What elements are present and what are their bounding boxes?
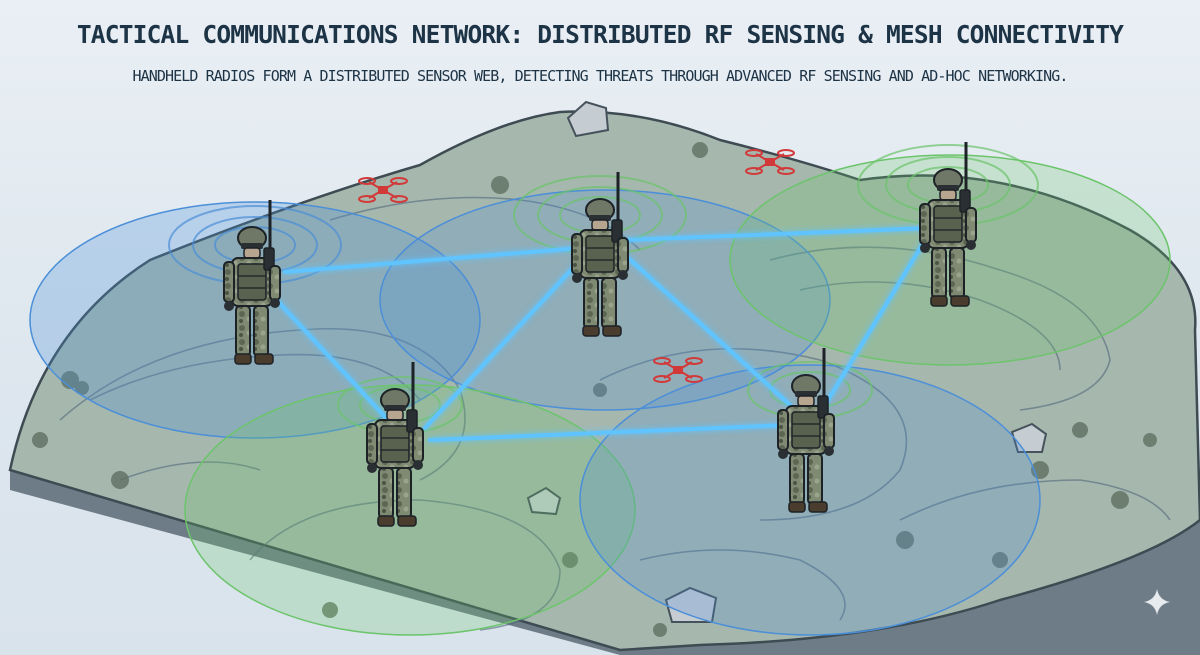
- mesh-link: [428, 423, 792, 442]
- hostile-drone-icon: [653, 357, 703, 383]
- rocks: [526, 100, 1048, 623]
- contour-lines: [59, 196, 1171, 631]
- page-subtitle: HANDHELD RADIOS FORM A DISTRIBUTED SENSO…: [132, 67, 1068, 85]
- terrain-map: [8, 100, 1200, 655]
- vegetation: [32, 142, 1157, 637]
- sparkle-icon: [1144, 589, 1170, 615]
- mesh-link: [283, 246, 582, 274]
- hostile-drone-icon: [358, 177, 408, 203]
- hostile-drone-icon: [745, 149, 795, 175]
- mesh-link: [623, 253, 792, 407]
- mesh-links: [270, 226, 932, 442]
- mesh-link: [623, 226, 932, 242]
- mesh-link: [423, 253, 587, 430]
- page-title: TACTICAL COMMUNICATIONS NETWORK: DISTRIB…: [76, 20, 1124, 49]
- mesh-link: [270, 293, 390, 422]
- threat-markers: [358, 149, 795, 383]
- mesh-link: [820, 230, 932, 412]
